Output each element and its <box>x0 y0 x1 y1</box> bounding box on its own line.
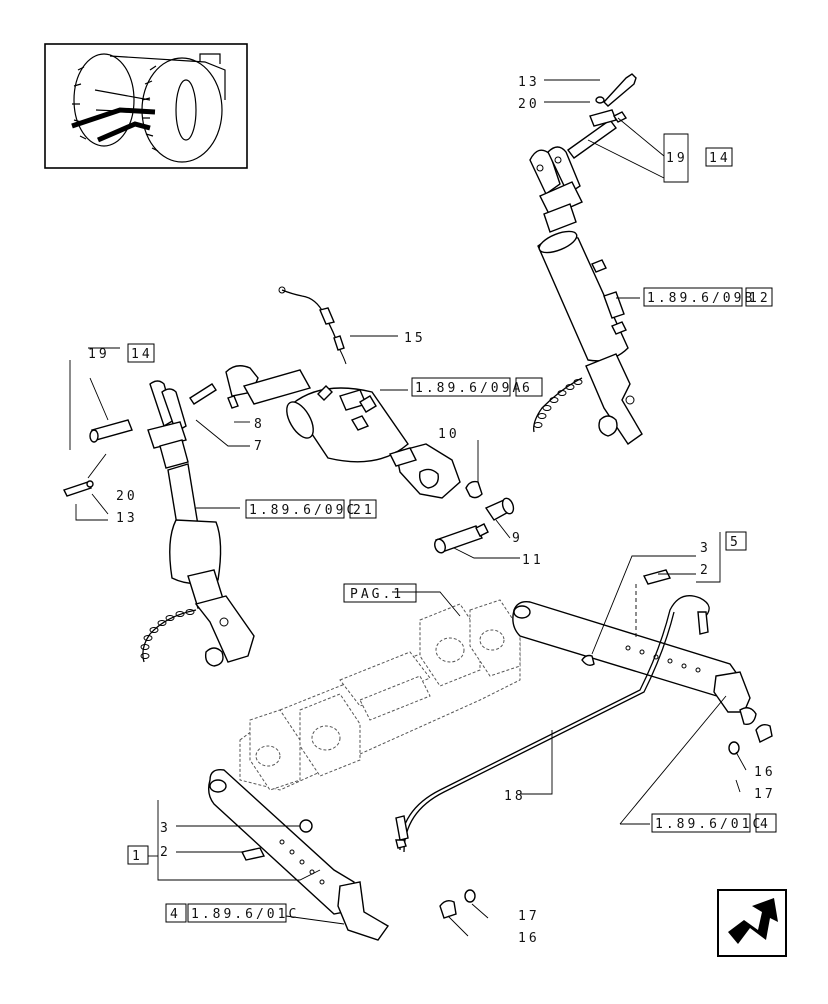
ref-1-89-6-09C[interactable]: 1.89.6/09C <box>249 503 357 518</box>
ref-1-89-6-01C-right[interactable]: 1.89.6/01C <box>655 817 763 832</box>
callout-20b: 20 <box>116 489 138 504</box>
callout-19b: 19 <box>88 347 110 362</box>
rear-axle-housing <box>239 599 521 791</box>
callout-8: 8 <box>254 417 265 432</box>
callout-labels: 13 20 19 14 1.89.6/09B 12 15 19 14 8 7 1… <box>88 75 777 946</box>
next-page-arrow-icon[interactable] <box>717 889 787 957</box>
callout-4a[interactable]: 4 <box>760 817 771 832</box>
callout-3a: 3 <box>700 541 711 556</box>
callout-14a[interactable]: 14 <box>709 151 731 166</box>
callout-21[interactable]: 21 <box>353 503 375 518</box>
callout-2a: 2 <box>700 563 711 578</box>
callout-4b[interactable]: 4 <box>170 907 181 922</box>
callout-17a: 17 <box>754 787 776 802</box>
callout-11: 11 <box>522 553 544 568</box>
callout-14b[interactable]: 14 <box>131 347 153 362</box>
ref-1-89-6-09A[interactable]: 1.89.6/09A <box>415 381 523 396</box>
right-lower-link <box>512 569 773 755</box>
callout-13b: 13 <box>116 511 138 526</box>
callout-10: 10 <box>438 427 460 442</box>
left-lower-link <box>207 769 476 941</box>
cable-18 <box>395 595 710 853</box>
callout-2b: 2 <box>160 845 171 860</box>
callout-16a: 16 <box>754 765 776 780</box>
callout-5[interactable]: 5 <box>730 535 741 550</box>
callout-15: 15 <box>404 331 426 346</box>
callout-9: 9 <box>512 531 523 546</box>
cable-part <box>278 286 347 365</box>
ref-1-89-6-09B[interactable]: 1.89.6/09B <box>647 291 755 306</box>
callout-7: 7 <box>254 439 265 454</box>
right-lift-rod-assembly <box>529 73 643 445</box>
callout-18: 18 <box>504 789 526 804</box>
callout-12[interactable]: 12 <box>749 291 771 306</box>
callout-6[interactable]: 6 <box>522 381 533 396</box>
small-parts-group <box>434 480 515 554</box>
left-lift-rod-assembly <box>63 380 255 667</box>
callout-13a: 13 <box>518 75 540 90</box>
ref-1-89-6-01C-left[interactable]: 1.89.6/01C <box>191 907 299 922</box>
callout-17b: 17 <box>518 909 540 924</box>
callout-3b: 3 <box>160 821 171 836</box>
pag-1-reference[interactable]: PAG.1 <box>350 587 404 602</box>
callout-19a: 19 <box>666 151 688 166</box>
callout-1[interactable]: 1 <box>132 849 143 864</box>
leader-lines <box>69 79 747 937</box>
callout-20a: 20 <box>518 97 540 112</box>
tractor-thumbnail[interactable] <box>44 43 248 169</box>
callout-16b: 16 <box>518 931 540 946</box>
top-link-assembly <box>189 365 461 499</box>
